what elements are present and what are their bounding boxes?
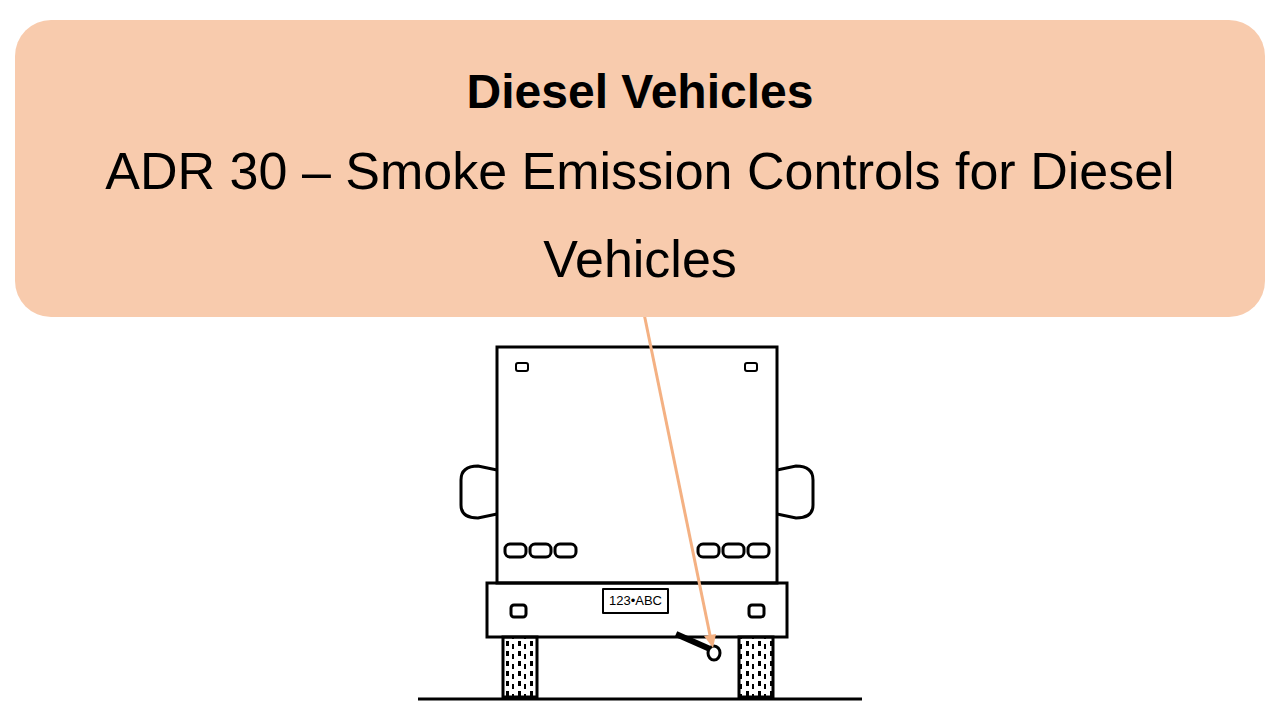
right-wheel [739,637,773,697]
bumper-reflector [749,605,764,617]
marker-light [745,363,757,371]
leader-arrowhead [704,634,716,648]
exhaust-pipe [676,634,710,649]
exhaust-outlet [708,646,720,660]
callout-box: Diesel VehiclesADR 30 – Smoke Emission C… [15,20,1265,317]
bumper-reflector [511,605,526,617]
tail-light [555,544,576,557]
left-mirror [461,466,497,518]
tail-light [698,544,719,557]
plate-number: 123•ABC [608,592,663,610]
truck-body [497,347,777,583]
tail-light [505,544,526,557]
licence-plate: 123•ABC [602,588,669,614]
left-wheel [503,637,537,697]
tail-light [748,544,769,557]
right-mirror [777,466,813,518]
marker-light [516,363,528,371]
truck-outline [418,347,862,699]
rear-bumper [487,583,787,637]
ground-line [418,698,862,701]
tail-light [530,544,551,557]
callout-heading: Diesel Vehicles [45,57,1235,127]
callout-body: ADR 30 – Smoke Emission Controls for Die… [45,127,1235,303]
tail-light [723,544,744,557]
